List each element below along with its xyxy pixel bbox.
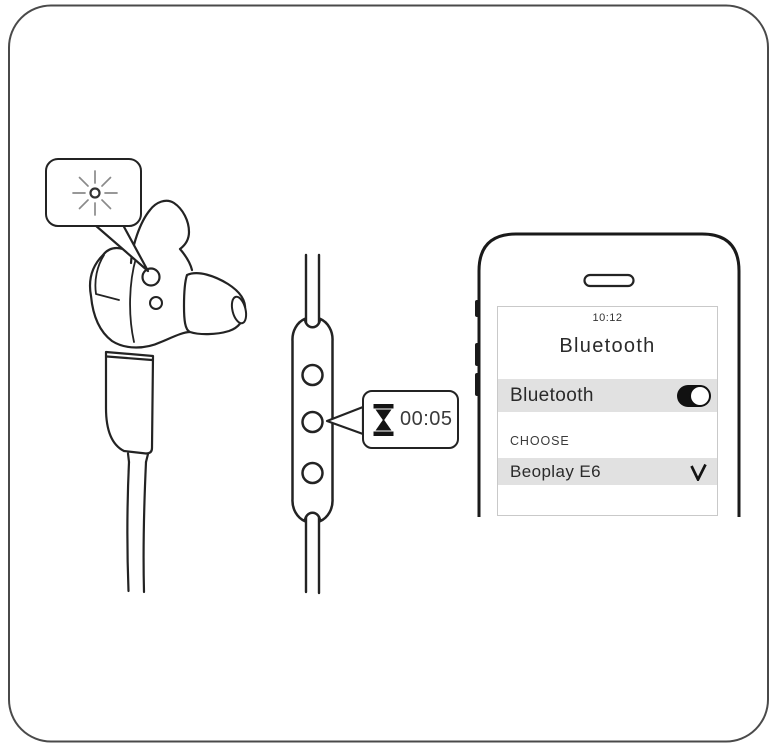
status-time: 10:12 [592, 312, 623, 324]
phone-side-buttons [475, 300, 480, 396]
earbud-stem [104, 350, 155, 455]
earbud-cable-connector [126, 452, 150, 464]
earbud-stem-seam [105, 355, 154, 362]
bluetooth-toggle[interactable] [677, 384, 711, 407]
inline-remote-illustration [291, 253, 334, 595]
section-label: CHOOSE [510, 434, 570, 448]
checkmark-icon [690, 463, 707, 481]
remote-button-volume-down [301, 461, 324, 485]
earbud-cable [126, 460, 148, 594]
screen-title: Bluetooth [559, 335, 656, 357]
toggle-knob [689, 384, 711, 407]
led-indicator [141, 267, 161, 287]
earbud-illustration [88, 199, 248, 594]
remote-cable-top [304, 253, 321, 329]
phone-volume-down-button [475, 373, 480, 396]
earbud-eartip [182, 272, 247, 336]
earbud-fin-fill [130, 200, 193, 274]
earbud-dot [149, 296, 163, 310]
starburst-blink-icon [72, 170, 118, 216]
hold-timer-callout: 00:05 [362, 390, 459, 449]
hourglass-icon [373, 403, 394, 436]
device-row[interactable]: Beoplay E6 [498, 458, 717, 485]
phone-earpiece-slot [583, 273, 635, 288]
phone-screen: 10:12 Bluetooth Bluetooth CHOOSE Beoplay… [497, 306, 718, 516]
remote-button-volume-up [301, 363, 324, 387]
bluetooth-toggle-label: Bluetooth [510, 384, 594, 406]
phone-volume-up-button [475, 343, 480, 366]
led-dot [89, 187, 101, 199]
remote-cable-bottom [304, 512, 321, 595]
earbud-eartip-opening [230, 295, 248, 325]
device-name: Beoplay E6 [510, 461, 601, 481]
page-border [8, 4, 769, 743]
led-blink-callout [45, 158, 142, 227]
bluetooth-toggle-row[interactable]: Bluetooth [498, 379, 717, 412]
remote-button-center [301, 410, 324, 434]
phone-mute-switch [475, 300, 480, 317]
earbud-fin-outline [129, 199, 194, 272]
timer-value: 00:05 [400, 408, 453, 430]
earbud-detail-lines [94, 254, 137, 343]
